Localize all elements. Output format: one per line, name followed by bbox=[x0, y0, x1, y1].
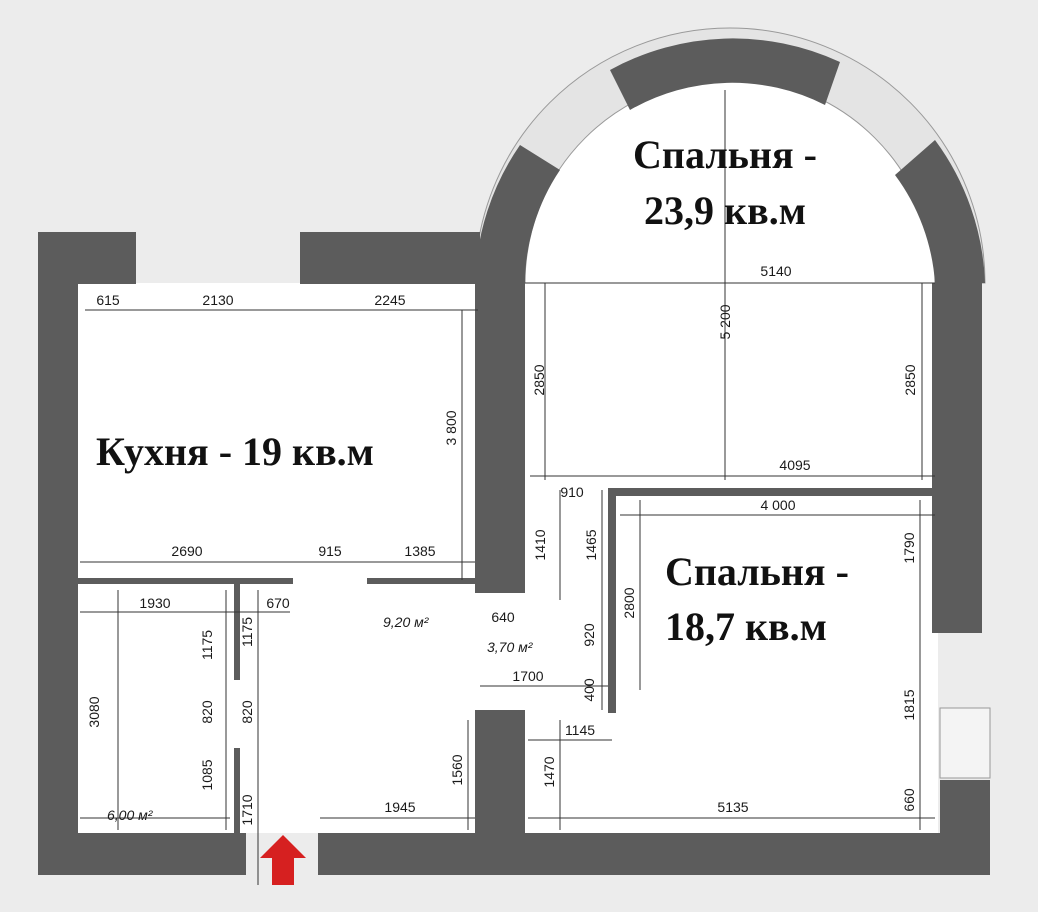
dim-label: 2800 bbox=[621, 587, 637, 618]
dim-label: 2850 bbox=[902, 364, 918, 395]
dim-label: 1560 bbox=[449, 754, 465, 785]
hall-area: 9,20 м² bbox=[383, 614, 430, 630]
dim-label: 1700 bbox=[512, 668, 543, 684]
dim-label: 1175 bbox=[239, 617, 255, 647]
dim-label: 1930 bbox=[139, 595, 170, 611]
dim-label: 670 bbox=[266, 595, 290, 611]
dim-label: 2130 bbox=[202, 292, 233, 308]
dim-label: 2850 bbox=[531, 364, 547, 395]
dim-label: 1470 bbox=[541, 756, 557, 787]
dim-label: 5140 bbox=[760, 263, 791, 279]
dim-label: 820 bbox=[239, 700, 255, 724]
dim-label: 1815 bbox=[901, 689, 917, 720]
dim-label: 915 bbox=[318, 543, 342, 559]
arrow-up-icon bbox=[260, 835, 306, 885]
dim-label: 910 bbox=[560, 484, 584, 500]
dim-label: 660 bbox=[901, 788, 917, 812]
bay-window-wall bbox=[474, 27, 986, 284]
dim-label: 1710 bbox=[239, 794, 255, 825]
dim-label: 4 000 bbox=[760, 497, 795, 513]
dim-label: 5135 bbox=[717, 799, 748, 815]
bedroom-small-area: 18,7 кв.м bbox=[665, 604, 827, 649]
dim-label: 3080 bbox=[86, 696, 102, 727]
dim-label: 1790 bbox=[901, 532, 917, 563]
bedroom-large-title: Спальня - bbox=[633, 132, 817, 177]
bathroom-area: 6,00 м² bbox=[107, 807, 154, 823]
dim-label: 1465 bbox=[583, 529, 599, 560]
balcony bbox=[939, 707, 991, 779]
kitchen-title: Кухня - 19 кв.м bbox=[96, 429, 374, 474]
bedroom-small-title: Спальня - bbox=[665, 549, 849, 594]
dim-label: 920 bbox=[581, 623, 597, 647]
bedroom-large-area: 23,9 кв.м bbox=[644, 188, 806, 233]
dim-label: 1945 bbox=[384, 799, 415, 815]
dim-label: 4095 bbox=[779, 457, 810, 473]
dim-label: 5 200 bbox=[717, 304, 733, 339]
dim-label: 640 bbox=[491, 609, 515, 625]
dim-label: 1085 bbox=[199, 759, 215, 790]
dim-label: 615 bbox=[96, 292, 120, 308]
dim-label: 2690 bbox=[171, 543, 202, 559]
dim-label: 400 bbox=[581, 678, 597, 702]
corridor-area: 3,70 м² bbox=[487, 639, 534, 655]
dim-label: 1410 bbox=[532, 529, 548, 560]
dim-label: 1145 bbox=[565, 722, 595, 738]
dim-label: 2245 bbox=[374, 292, 405, 308]
walls bbox=[38, 232, 990, 875]
dim-label: 3 800 bbox=[443, 410, 459, 445]
dim-label: 820 bbox=[199, 700, 215, 724]
dimension-lines bbox=[80, 90, 935, 885]
dim-label: 1175 bbox=[199, 630, 215, 660]
dim-label: 1385 bbox=[404, 543, 435, 559]
